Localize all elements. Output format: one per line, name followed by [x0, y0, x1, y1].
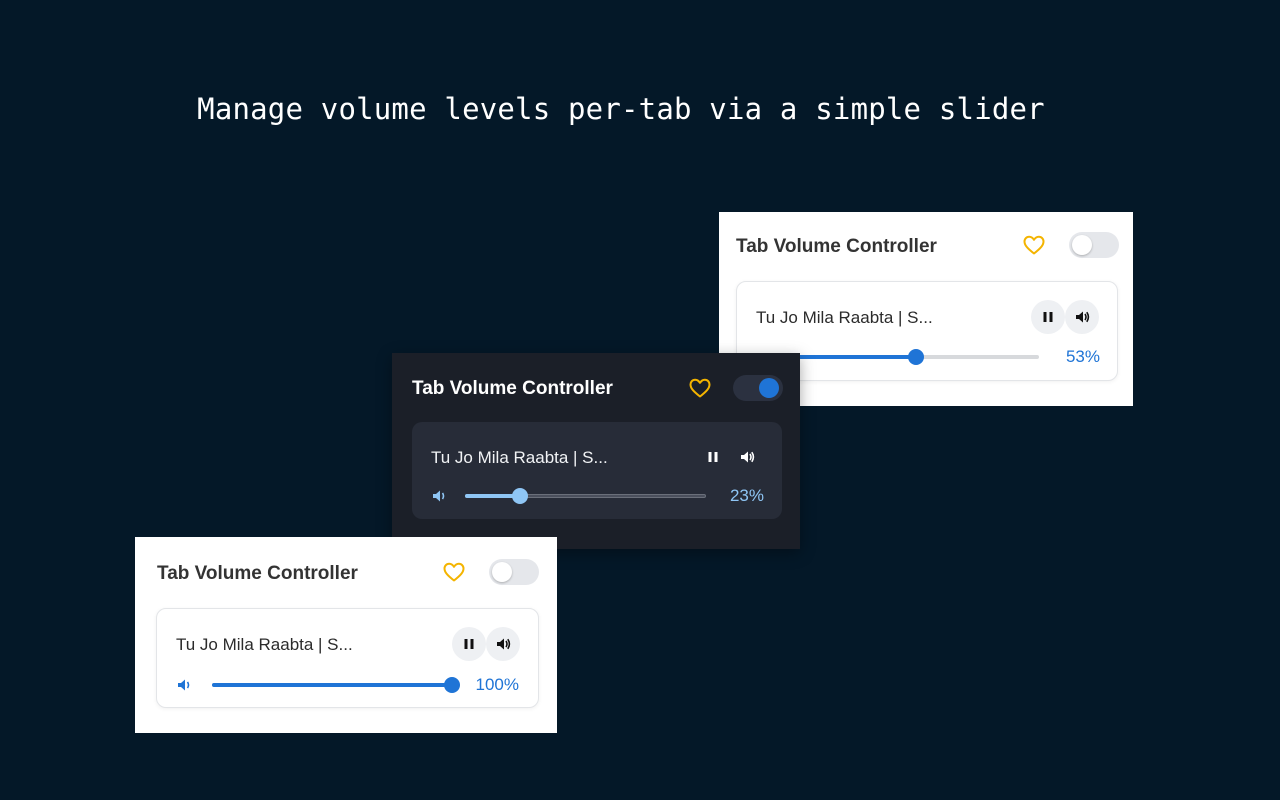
slider-fill: [777, 355, 916, 359]
headline: Manage volume levels per-tab via a simpl…: [197, 92, 1045, 126]
volume-percent: 100%: [475, 675, 519, 694]
panel-title: Tab Volume Controller: [157, 563, 358, 584]
pause-button[interactable]: [452, 627, 486, 661]
slider-thumb[interactable]: [444, 677, 460, 693]
volume-icon: [178, 679, 190, 691]
mute-button[interactable]: [1065, 300, 1099, 334]
pause-icon: [708, 452, 718, 462]
speaker-icon: [1076, 311, 1090, 323]
mute-button[interactable]: [486, 627, 520, 661]
pause-icon: [464, 639, 474, 649]
tab-title: Tu Jo Mila Raabta | S...: [176, 635, 353, 654]
toggle-knob: [759, 378, 779, 398]
volume-icon: [433, 490, 445, 502]
panel-title: Tab Volume Controller: [412, 378, 613, 399]
toggle-knob: [1072, 235, 1092, 255]
tab-title: Tu Jo Mila Raabta | S...: [431, 448, 608, 467]
extension-panel-dark: Tab Volume Controller Tu Jo Mila Raabta …: [392, 353, 800, 549]
heart-icon[interactable]: [442, 560, 466, 584]
pause-icon: [1043, 312, 1053, 322]
volume-slider[interactable]: [212, 676, 460, 694]
mute-button[interactable]: [730, 440, 764, 474]
heart-icon[interactable]: [688, 376, 712, 400]
tab-card: Tu Jo Mila Raabta | S... 23%: [412, 422, 782, 519]
speaker-icon: [497, 638, 511, 650]
pause-button[interactable]: [696, 440, 730, 474]
slider-fill: [465, 494, 520, 498]
tab-card: Tu Jo Mila Raabta | S... 100%: [156, 608, 539, 708]
volume-slider[interactable]: [777, 348, 1039, 366]
toggle-knob: [492, 562, 512, 582]
tab-title: Tu Jo Mila Raabta | S...: [756, 308, 933, 327]
speaker-icon: [741, 451, 755, 463]
extension-panel-light-bottom: Tab Volume Controller Tu Jo Mila Raabta …: [135, 537, 557, 733]
volume-slider[interactable]: [465, 487, 706, 505]
pause-button[interactable]: [1031, 300, 1065, 334]
slider-thumb[interactable]: [908, 349, 924, 365]
slider-fill: [212, 683, 452, 687]
panel-title: Tab Volume Controller: [736, 236, 937, 257]
heart-icon[interactable]: [1022, 233, 1046, 257]
enable-toggle[interactable]: [489, 559, 539, 585]
enable-toggle[interactable]: [1069, 232, 1119, 258]
volume-percent: 23%: [729, 486, 764, 505]
slider-thumb[interactable]: [512, 488, 528, 504]
volume-percent: 53%: [1065, 347, 1100, 366]
enable-toggle[interactable]: [733, 375, 783, 401]
